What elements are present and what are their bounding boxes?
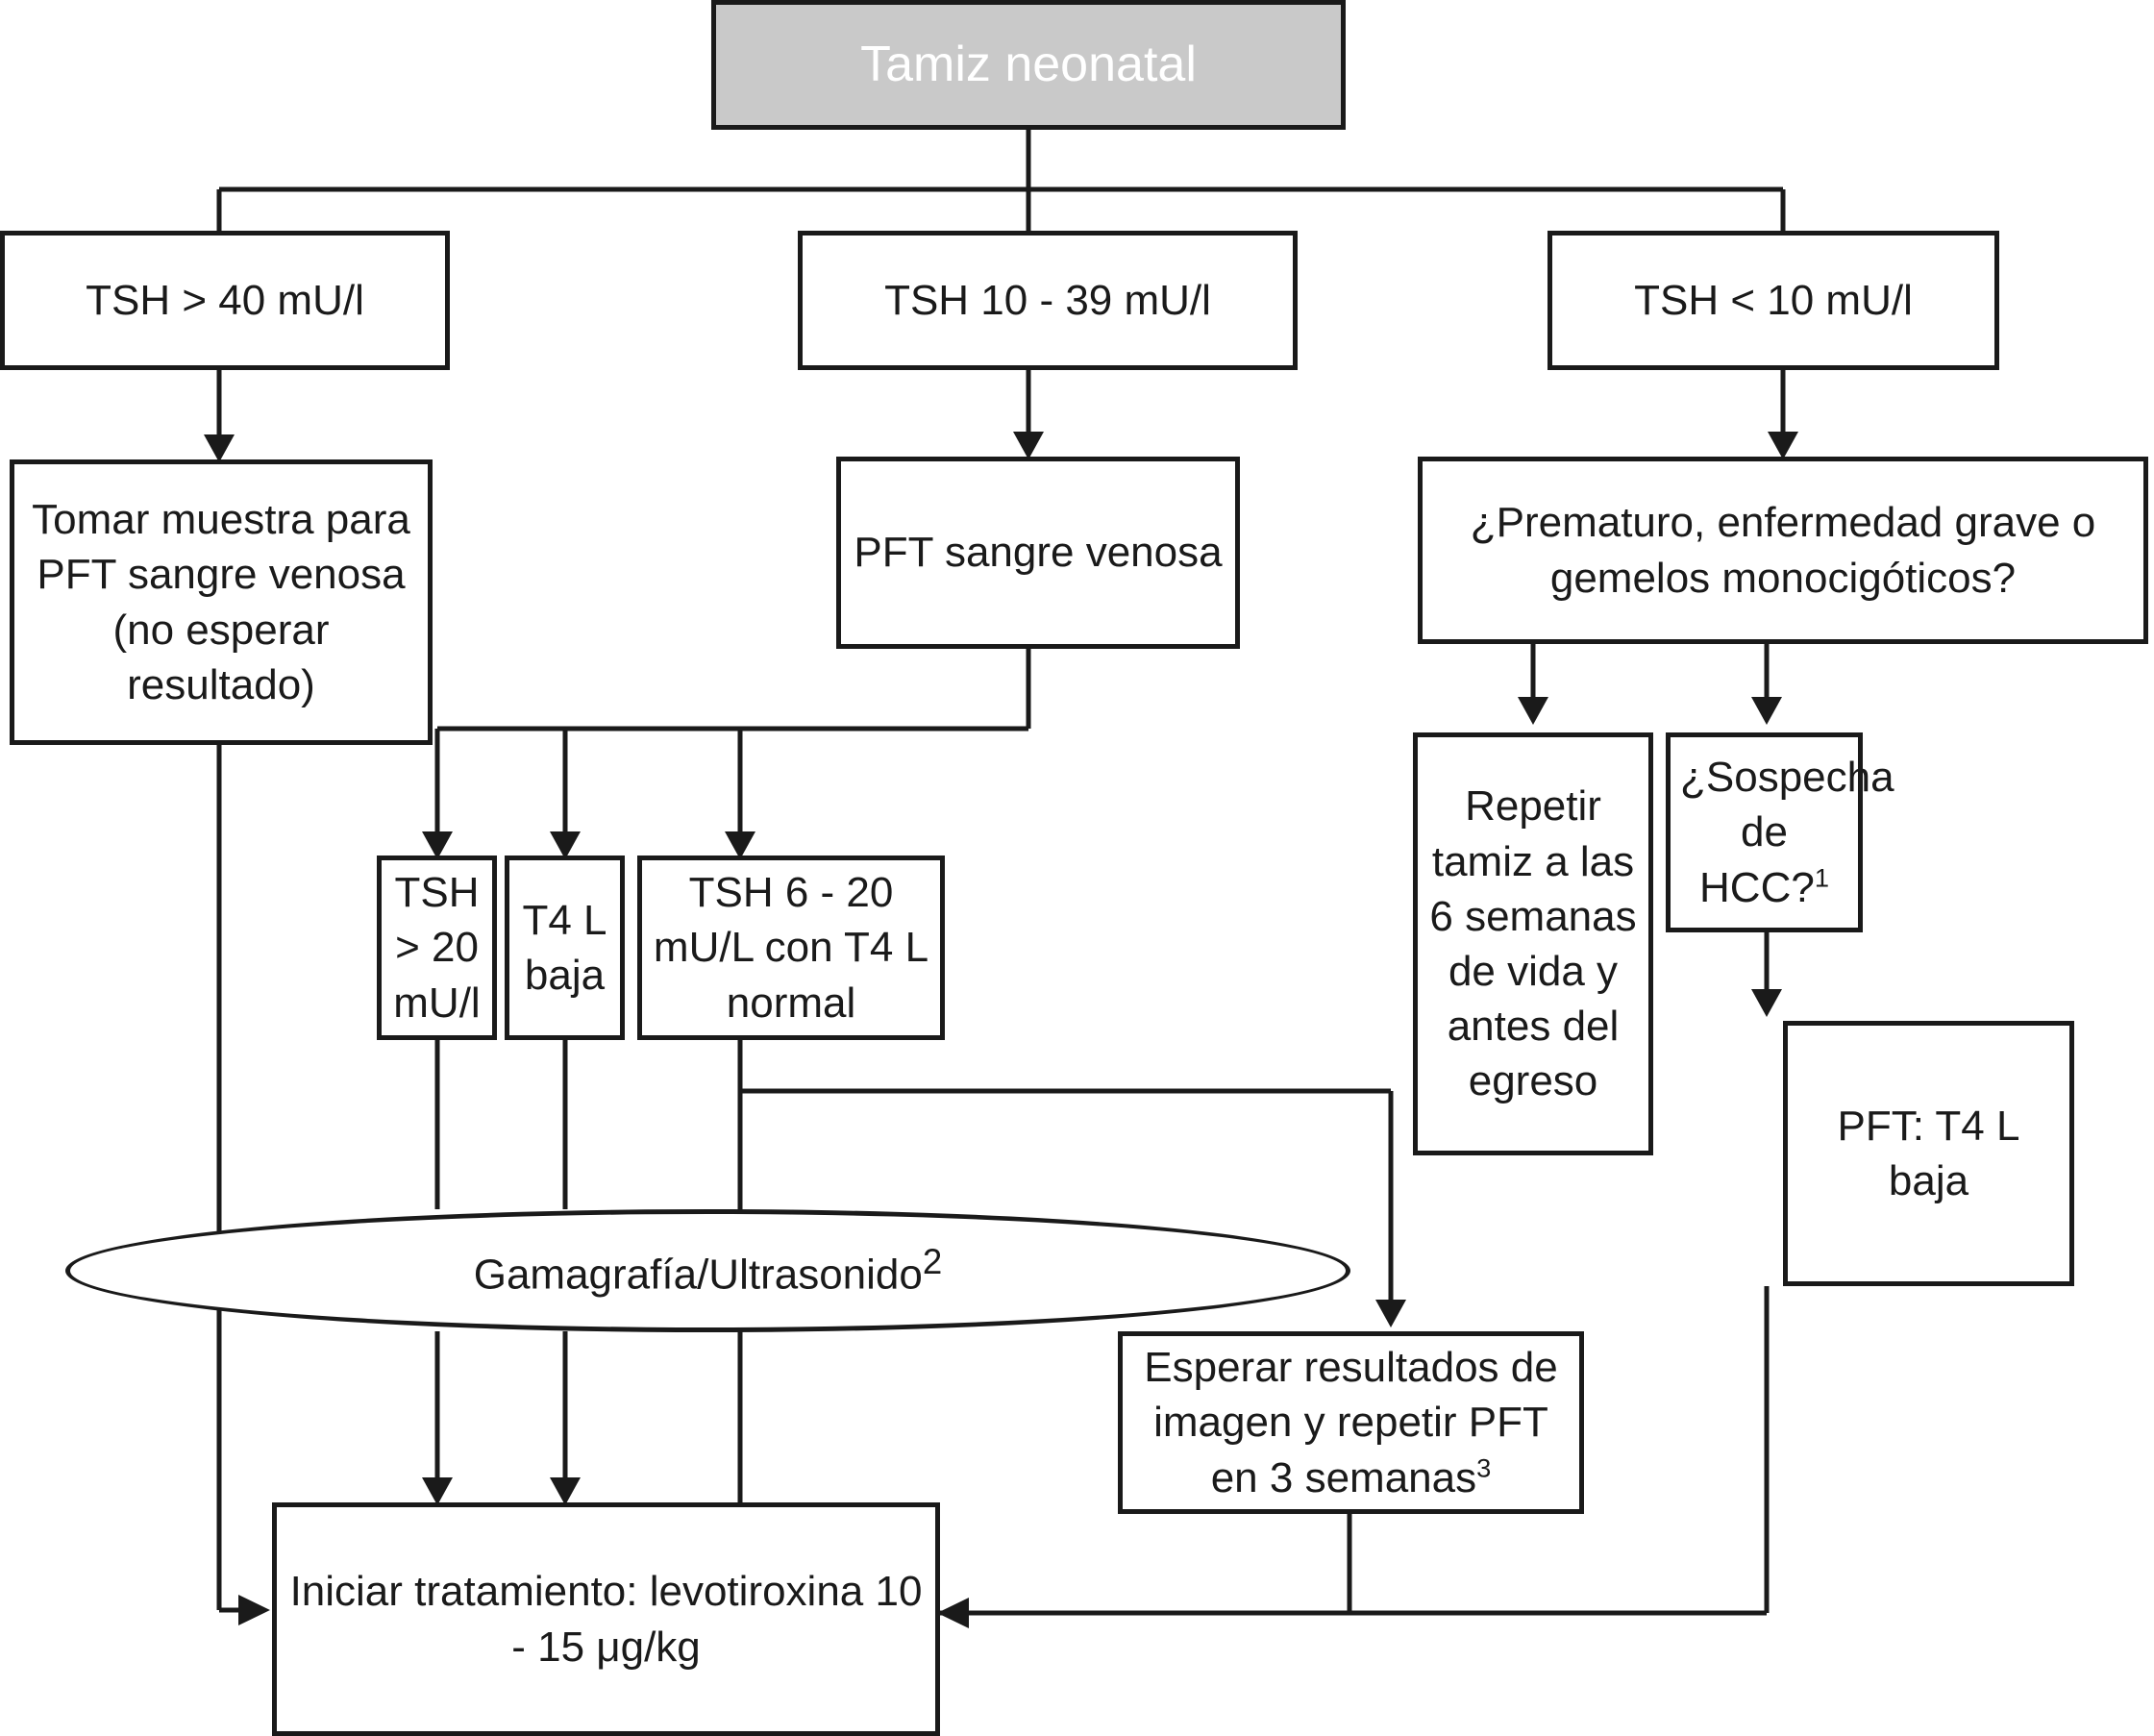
arrowhead-hcc [1751,697,1782,725]
node-suspect-hcc[interactable]: ¿Sospecha de HCC?1 [1666,732,1894,932]
node-pft-venous[interactable]: PFT sangre venosa [836,457,1240,649]
node-tsh-6-20[interactable]: TSH 6 - 20 mU/L con T4 L normal [637,856,945,1040]
node-imaging-footnote: 2 [922,1242,943,1282]
node-suspect-hcc-label: ¿Sospecha de HCC?1 [1680,750,1894,915]
arrowhead-repeat [1518,697,1548,725]
arrowhead-wait [1375,1300,1406,1327]
node-tsh-mid-label: TSH 10 - 39 mU/l [884,276,1211,324]
node-suspect-hcc-text: ¿Sospecha de HCC? [1680,754,1894,911]
node-wait-results[interactable]: Esperar resultados de imagen y repetir P… [1118,1331,1584,1514]
node-t4l-low-label: T4 L baja [522,896,607,999]
node-screening-label: Tamiz neonatal [860,36,1197,92]
node-wait-results-label: Esperar resultados de imagen y repetir P… [1132,1340,1570,1505]
node-tsh-low-label: TSH < 10 mU/l [1634,276,1913,324]
node-repeat-screening-label: Repetir tamiz a las 6 semanas de vida y … [1429,782,1637,1105]
arrowhead-treat-left [238,1595,270,1625]
node-tsh-6-20-label: TSH 6 - 20 mU/L con T4 L normal [653,869,929,1027]
node-pft-t4l-low-label: PFT: T4 L baja [1837,1102,2020,1204]
node-take-sample[interactable]: Tomar muestra para PFT sangre venosa (no… [10,459,433,745]
node-tsh-mid[interactable]: TSH 10 - 39 mU/l [798,231,1298,370]
node-premature-question-label: ¿Prematuro, enfermedad grave o gemelos m… [1470,499,2096,602]
arrowhead-prematuro [1768,432,1798,459]
node-imaging-label: Gamagrafía/Ultrasonido2 [474,1242,943,1300]
node-pft-t4l-low[interactable]: PFT: T4 L baja [1783,1021,2074,1286]
node-take-sample-label: Tomar muestra para PFT sangre venosa (no… [32,496,410,708]
node-premature-question[interactable]: ¿Prematuro, enfermedad grave o gemelos m… [1418,457,2148,644]
node-screening[interactable]: Tamiz neonatal [711,0,1346,130]
node-suspect-hcc-footnote: 1 [1814,861,1829,892]
node-tsh-high[interactable]: TSH > 40 mU/l [0,231,450,370]
arrowhead-pftt4l [1751,989,1782,1017]
node-repeat-screening[interactable]: Repetir tamiz a las 6 semanas de vida y … [1413,732,1653,1155]
node-tsh-gt20[interactable]: TSH > 20 mU/l [377,856,497,1040]
node-pft-venous-label: PFT sangre venosa [854,529,1223,577]
arrowhead-treat2 [550,1477,581,1505]
arrowhead-tomar [204,434,235,462]
node-imaging[interactable]: Gamagrafía/Ultrasonido2 [65,1209,1350,1332]
arrowhead-treat-right [937,1598,969,1628]
node-tsh-high-label: TSH > 40 mU/l [86,276,364,324]
node-wait-results-footnote: 3 [1476,1451,1492,1482]
node-t4l-low[interactable]: T4 L baja [505,856,625,1040]
node-tsh-gt20-label: TSH > 20 mU/l [393,869,481,1027]
arrowhead-pft [1013,432,1044,459]
node-start-treatment-label: Iniciar tratamiento: levotiroxina 10 - 1… [289,1568,923,1671]
node-wait-results-text: Esperar resultados de imagen y repetir P… [1144,1344,1558,1501]
node-imaging-text: Gamagrafía/Ultrasonido [473,1251,923,1299]
node-tsh-low[interactable]: TSH < 10 mU/l [1547,231,1999,370]
node-start-treatment[interactable]: Iniciar tratamiento: levotiroxina 10 - 1… [272,1502,940,1736]
arrowhead-treat1 [422,1477,453,1505]
